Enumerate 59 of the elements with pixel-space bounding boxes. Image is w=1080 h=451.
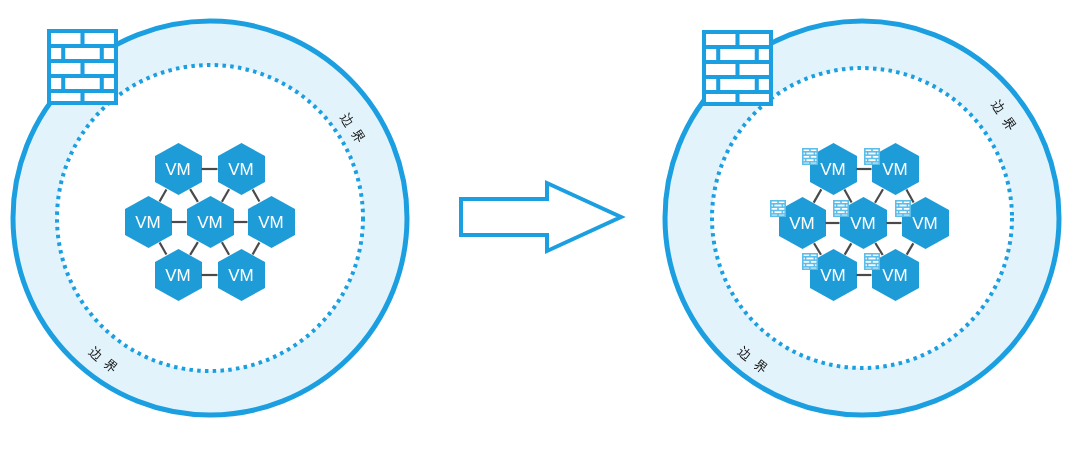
connector-line bbox=[886, 221, 902, 225]
node-label: VM bbox=[197, 213, 223, 231]
connector-line bbox=[251, 241, 261, 256]
node-label: VM bbox=[850, 214, 876, 232]
connector-line bbox=[201, 167, 218, 171]
boundary-label: 边界 bbox=[736, 344, 776, 380]
hexagon-node bbox=[871, 249, 919, 301]
node-label: VM bbox=[228, 160, 254, 178]
connector-line bbox=[874, 188, 884, 204]
block-arrow bbox=[459, 179, 626, 255]
node-label: VM bbox=[820, 266, 846, 284]
hexagon-node bbox=[154, 249, 202, 301]
connector-line bbox=[220, 188, 231, 203]
node-label: VM bbox=[882, 266, 908, 284]
hexagon-node bbox=[871, 143, 919, 195]
hexagon-node bbox=[809, 143, 857, 195]
node-label: VM bbox=[165, 266, 191, 284]
connector-line bbox=[171, 220, 187, 224]
node-label: VM bbox=[789, 214, 815, 232]
hexagon-node bbox=[217, 249, 265, 301]
connector-line bbox=[158, 241, 168, 256]
connector-line bbox=[812, 188, 823, 204]
boundary-label: 边界 bbox=[989, 97, 1023, 139]
connector-line bbox=[874, 242, 884, 256]
hexagon-node bbox=[901, 197, 949, 249]
node-label: VM bbox=[228, 266, 254, 284]
hexagon-node bbox=[217, 143, 265, 195]
node-label: VM bbox=[820, 160, 846, 178]
connector-line bbox=[201, 273, 218, 277]
connector-line bbox=[189, 188, 199, 203]
connector-line bbox=[251, 188, 261, 203]
connector-line bbox=[189, 241, 199, 256]
boundary-circle bbox=[10, 18, 410, 418]
hexagon-node bbox=[839, 197, 887, 249]
hexagon-node bbox=[186, 196, 234, 248]
hexagon-node bbox=[809, 249, 857, 301]
node-label: VM bbox=[258, 213, 284, 231]
boundary-label: 边界 bbox=[86, 344, 126, 380]
connector-line bbox=[905, 188, 915, 204]
connector-line bbox=[825, 221, 840, 225]
node-label: VM bbox=[882, 160, 908, 178]
connector-line bbox=[233, 220, 248, 224]
connector-line bbox=[158, 188, 168, 203]
hexagon-node bbox=[154, 143, 202, 195]
connector-line bbox=[843, 188, 853, 204]
connector-line bbox=[905, 242, 915, 256]
hexagon-node bbox=[247, 196, 295, 248]
connector-line bbox=[856, 273, 872, 277]
node-label: VM bbox=[912, 214, 938, 232]
node-label: VM bbox=[135, 213, 161, 231]
connector-line bbox=[843, 242, 853, 256]
connector-line bbox=[856, 167, 872, 171]
boundary-label: 边界 bbox=[338, 110, 372, 152]
boundary-circle bbox=[662, 18, 1062, 418]
node-label: VM bbox=[165, 160, 191, 178]
hexagon-node bbox=[124, 196, 172, 248]
connector-line bbox=[813, 242, 822, 256]
connector-line bbox=[220, 241, 231, 256]
hexagon-node bbox=[778, 197, 826, 249]
